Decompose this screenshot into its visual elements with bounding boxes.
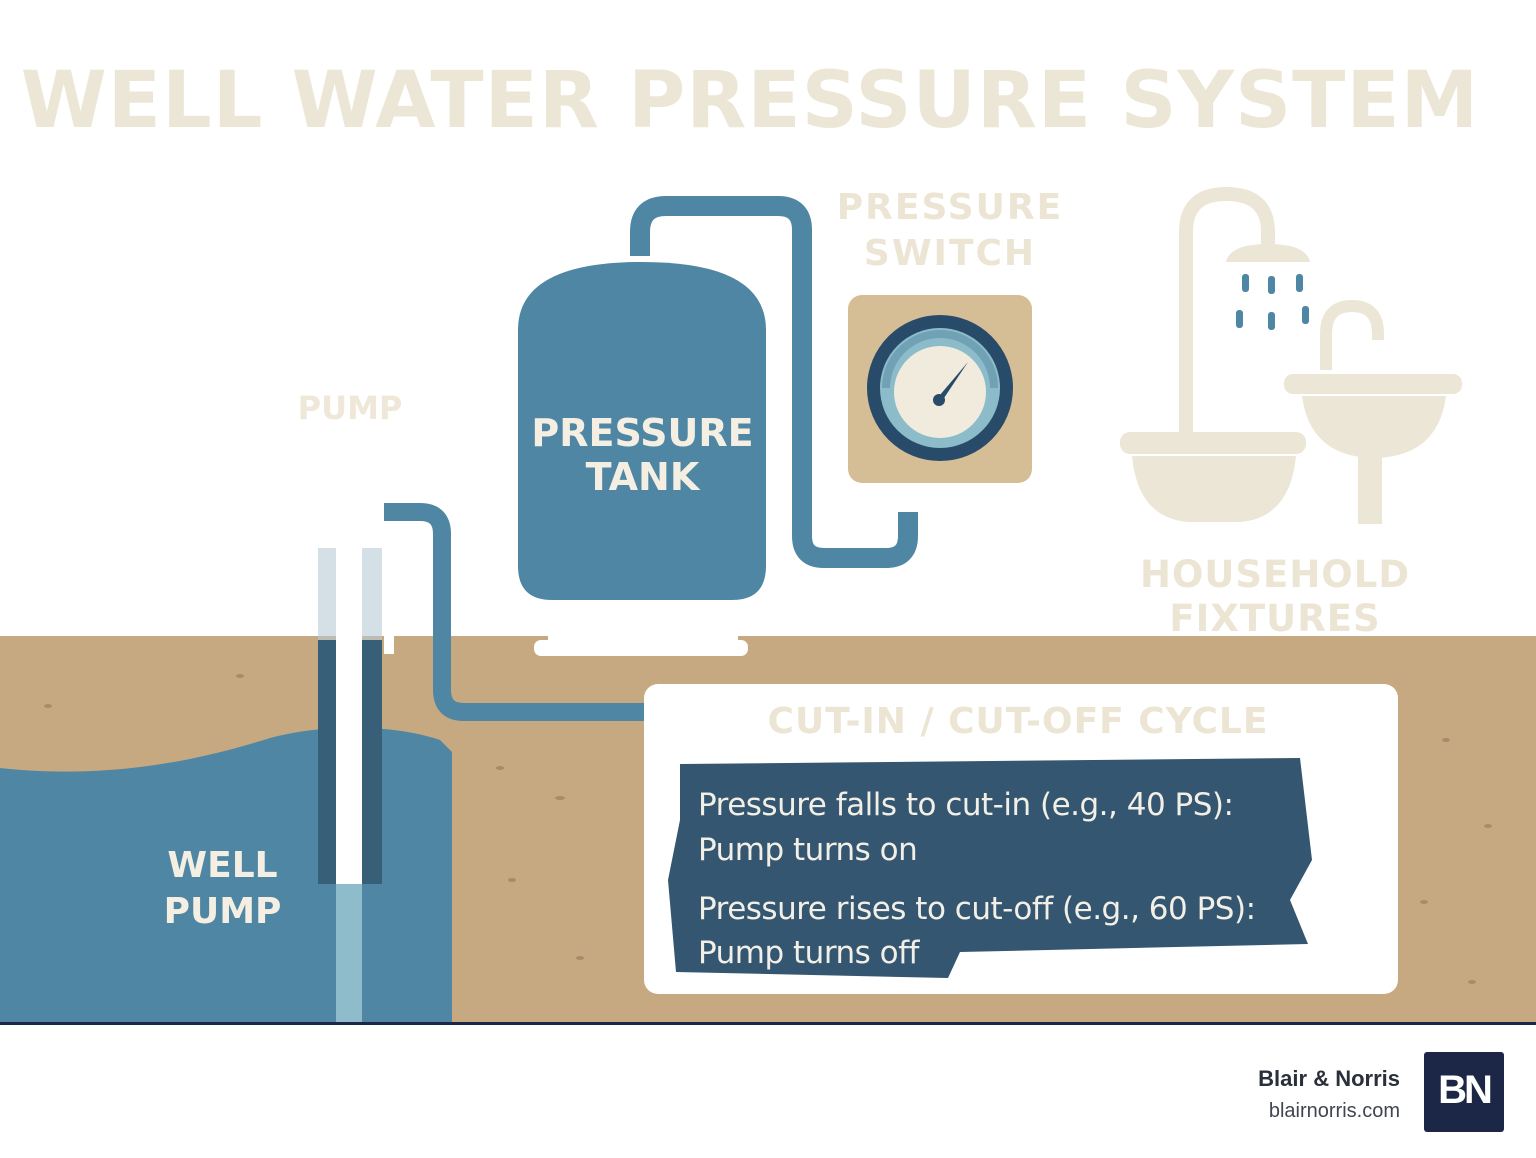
pressure-tank-stand bbox=[548, 600, 738, 640]
pump-pipe bbox=[336, 500, 362, 884]
gauge-needle bbox=[934, 362, 968, 402]
tank-pipe bbox=[630, 196, 918, 568]
pressure-switch-label-line1: PRESSURE bbox=[836, 187, 1064, 228]
household-fixtures-label-line2: FIXTURES bbox=[1169, 597, 1381, 640]
soil-notch bbox=[384, 634, 394, 654]
pressure-tank-base bbox=[534, 640, 748, 656]
brand-name: Blair & Norris bbox=[1258, 1066, 1400, 1091]
well-pump-label-line2: PUMP bbox=[163, 891, 282, 932]
cycle-line-cut-in: Pressure falls to cut-in (e.g., 40 PS): bbox=[698, 787, 1234, 823]
cycle-line-pump-on: Pump turns on bbox=[698, 832, 918, 868]
pressure-switch-label-line2: SWITCH bbox=[863, 233, 1037, 274]
cycle-text-panel bbox=[668, 758, 1312, 978]
cycle-title: CUT-IN / CUT-OFF CYCLE bbox=[767, 701, 1269, 742]
gauge-face bbox=[894, 346, 986, 438]
bottom-rule bbox=[0, 1022, 1536, 1025]
diagram-title: WELL WATER PRESSURE SYSTEM bbox=[20, 56, 1480, 146]
gauge-ring-dark bbox=[882, 330, 998, 389]
soil-speckles bbox=[44, 674, 1492, 984]
brand-logo: BN bbox=[1424, 1052, 1504, 1132]
well-pump-label-line1: WELL bbox=[167, 845, 278, 886]
household-fixtures-label-line1: HOUSEHOLD bbox=[1139, 553, 1411, 596]
supply-pipe bbox=[384, 503, 650, 721]
brand-url: blairnorris.com bbox=[1268, 1100, 1400, 1122]
pressure-tank-body bbox=[518, 262, 766, 600]
sink-icon bbox=[1284, 299, 1462, 524]
pressure-tank-label-line2: TANK bbox=[585, 455, 700, 499]
gauge-hub bbox=[933, 394, 945, 406]
cycle-line-pump-off: Pump turns off bbox=[698, 935, 919, 971]
shower-icon bbox=[1179, 186, 1310, 440]
bathtub-icon bbox=[1120, 432, 1306, 522]
pump-label: PUMP bbox=[297, 389, 403, 427]
pump-pipe-submerged bbox=[336, 884, 362, 1024]
cycle-line-cut-off: Pressure rises to cut-off (e.g., 60 PS): bbox=[698, 891, 1256, 927]
pressure-tank-label-line1: PRESSURE bbox=[531, 411, 754, 455]
brand-logo-text: BN bbox=[1438, 1068, 1493, 1112]
